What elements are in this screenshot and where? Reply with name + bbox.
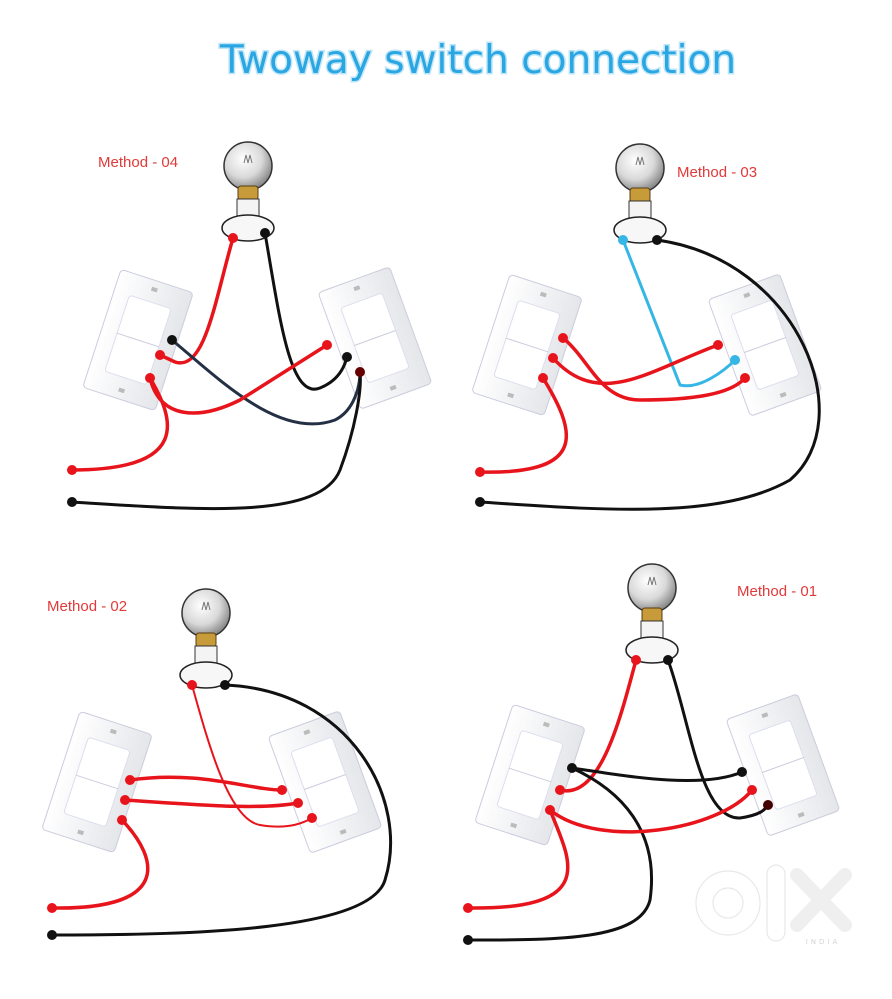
wire-red [561, 336, 747, 402]
wire-red [123, 798, 300, 809]
bulb-icon [613, 143, 667, 244]
wire-black [50, 683, 393, 937]
method-02-label: Method - 02 [47, 598, 127, 615]
switch-right [267, 710, 383, 854]
wire-blue [621, 239, 737, 388]
wire-black [171, 338, 362, 426]
wire-red [70, 376, 170, 472]
switch-left [471, 273, 583, 417]
switch-left [474, 703, 586, 847]
method-03-diagram: Method - 03 [471, 143, 823, 511]
wire-black [70, 370, 362, 511]
wire-black [466, 766, 653, 942]
wire-red [148, 343, 329, 415]
wire-red [551, 343, 720, 386]
olx-watermark-logo: INDIA [695, 864, 852, 946]
bulb-icon [625, 563, 679, 664]
wire-black [570, 766, 744, 783]
switch-right [725, 693, 841, 837]
method-03-label: Method - 03 [677, 164, 757, 181]
diagram-title: Twoway switch connection [219, 38, 736, 83]
bulb-icon [179, 588, 233, 689]
bulb-icon [221, 141, 275, 242]
wire-red [548, 788, 754, 834]
wire-red [50, 818, 150, 910]
wire-black [263, 231, 349, 391]
switch-left [41, 710, 153, 854]
method-01-label: Method - 01 [737, 583, 817, 600]
wire-red [128, 775, 284, 792]
wire-red [158, 236, 235, 365]
method-02-diagram: Method - 02 [41, 588, 393, 940]
wire-red [191, 684, 313, 828]
method-01-diagram: Method - 01 [463, 563, 841, 945]
wire-red [558, 658, 638, 793]
wire-black [478, 238, 821, 511]
method-04-label: Method - 04 [98, 154, 178, 171]
wire-red [466, 808, 570, 910]
switch-right [317, 266, 433, 410]
wire-red [478, 376, 569, 474]
watermark-sub: INDIA [806, 938, 841, 946]
method-04-diagram: Method - 04 [67, 141, 433, 511]
